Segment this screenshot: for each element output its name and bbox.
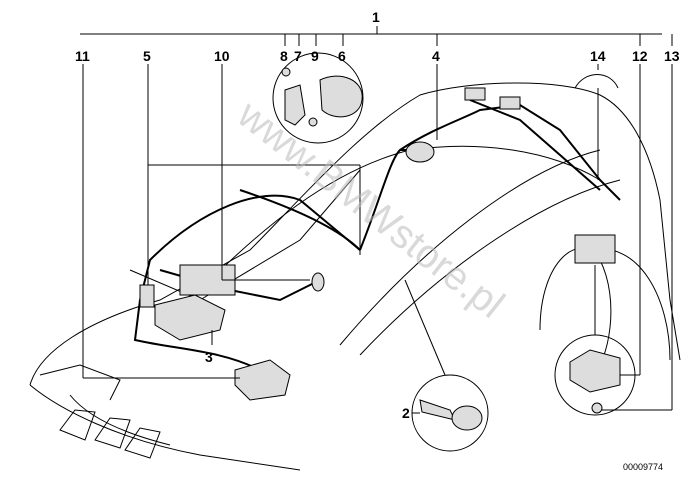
part-10	[311, 272, 325, 292]
sensor-a	[464, 87, 486, 101]
siren-4	[405, 141, 435, 163]
callout-8: 8	[280, 48, 288, 64]
detail-circle-horn	[272, 52, 364, 144]
callout-10: 10	[214, 48, 230, 64]
watermark: www.BMWstore.pl	[229, 92, 513, 327]
callout-6: 6	[338, 48, 346, 64]
leader-lines	[80, 26, 673, 414]
document-number: 00009774	[623, 462, 663, 472]
callout-2: 2	[402, 405, 410, 421]
callout-labels: 1 11 5 10 8 7 9 6 4 14 12 13 3 2	[75, 9, 680, 421]
callout-5: 5	[143, 48, 151, 64]
car-outline	[29, 82, 681, 471]
parts	[139, 52, 636, 452]
part-11	[234, 359, 291, 401]
callout-4: 4	[432, 48, 440, 64]
callout-1: 1	[372, 9, 380, 25]
callout-12: 12	[632, 48, 648, 64]
sensor-b	[499, 96, 521, 110]
callout-14: 14	[590, 48, 606, 64]
callout-7: 7	[294, 48, 302, 64]
module-14-target	[574, 234, 616, 264]
strap-14	[574, 74, 619, 89]
callout-11: 11	[75, 48, 90, 64]
part-5	[139, 284, 155, 308]
control-unit-3	[154, 294, 226, 341]
callout-3: 3	[205, 349, 213, 365]
callout-9: 9	[311, 48, 319, 64]
callout-13: 13	[664, 48, 680, 64]
